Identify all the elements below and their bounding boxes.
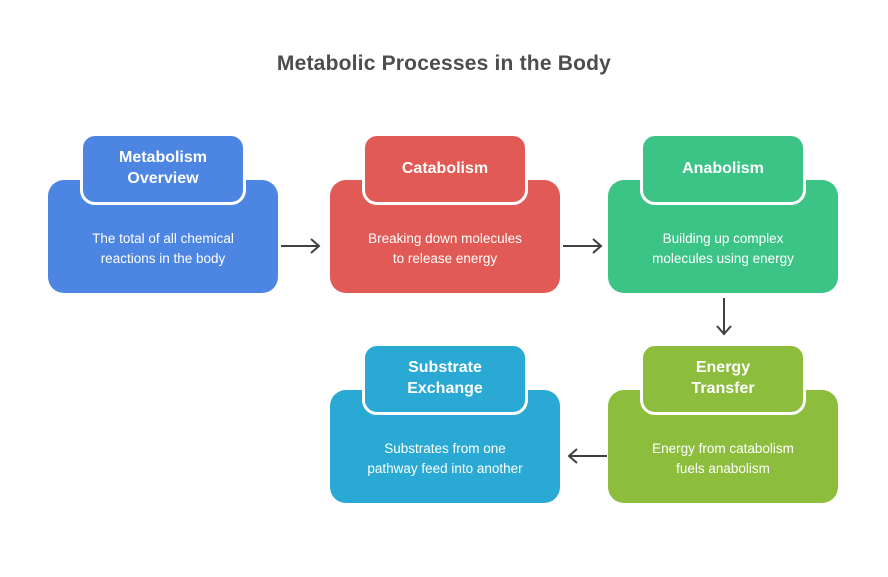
node-energy-transfer: Energy Transfer Energy from catabolism f… [608, 343, 838, 503]
node-substrate-exchange: Substrate Exchange Substrates from one p… [330, 343, 560, 503]
node-metabolism-overview-header: Metabolism Overview [80, 133, 246, 205]
node-substrate-exchange-title: Substrate Exchange [407, 359, 483, 397]
arrow-anabolism-to-energy-transfer-down-icon [711, 297, 737, 341]
node-energy-transfer-title: Energy Transfer [691, 359, 755, 397]
node-energy-transfer-header: Energy Transfer [640, 343, 806, 415]
node-substrate-exchange-description: Substrates from one pathway feed into an… [367, 441, 523, 476]
node-catabolism-header: Catabolism [362, 133, 528, 205]
node-metabolism-overview-description: The total of all chemical reactions in t… [92, 231, 234, 266]
node-energy-transfer-description: Energy from catabolism fuels anabolism [652, 441, 794, 476]
node-anabolism-header: Anabolism [640, 133, 806, 205]
arrow-overview-to-catabolism-right-icon [280, 234, 326, 258]
diagram-title: Metabolic Processes in the Body [276, 52, 612, 75]
node-catabolism-description: Breaking down molecules to release energ… [368, 231, 522, 266]
node-metabolism-overview: Metabolism Overview The total of all che… [48, 133, 278, 293]
node-anabolism-title: Anabolism [682, 159, 764, 177]
arrow-energy-transfer-to-substrate-exchange-left-icon [562, 444, 608, 468]
node-catabolism-title: Catabolism [401, 159, 489, 177]
node-metabolism-overview-title: Metabolism Overview [118, 149, 207, 187]
node-anabolism-description: Building up complex molecules using ener… [652, 231, 794, 266]
node-anabolism: Anabolism Building up complex molecules … [608, 133, 838, 293]
node-substrate-exchange-header: Substrate Exchange [362, 343, 528, 415]
arrow-catabolism-to-anabolism-right-icon [562, 234, 608, 258]
node-catabolism: Catabolism Breaking down molecules to re… [330, 133, 560, 293]
